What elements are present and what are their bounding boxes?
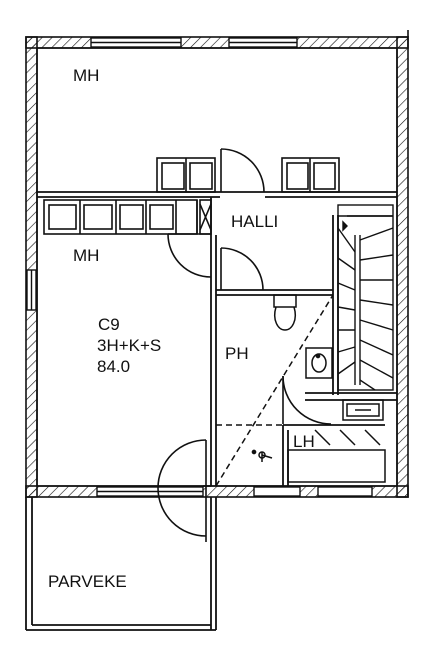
closets [43,157,340,235]
doors [157,148,332,542]
room-label-mh-upper: MH [73,66,100,85]
unit-layout: 3H+K+S [97,336,162,355]
windows [26,37,373,497]
staircase [337,204,394,391]
unit-area: 84.0 [97,357,131,376]
room-label-halli: HALLI [231,212,279,231]
room-label-ph: PH [225,344,249,363]
room-label-lh: LH [293,432,315,451]
balcony [25,497,217,631]
room-label-parveke: PARVEKE [48,572,127,591]
room-label-mh-lower: MH [73,246,100,265]
unit-code: C9 [98,315,120,334]
outer-walls [25,30,409,498]
unit-info: C9 3H+K+S 84.0 [81,314,161,377]
bathroom-fixtures [215,294,386,487]
